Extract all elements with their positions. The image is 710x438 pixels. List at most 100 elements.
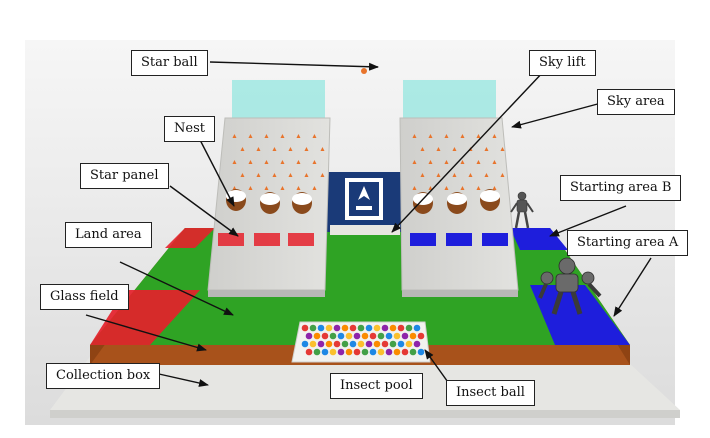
insect-ball: [325, 324, 333, 332]
label-nest: Nest: [164, 116, 215, 142]
insect-ball: [417, 348, 425, 356]
star-dot: [296, 186, 301, 190]
label-sky-area: Sky area: [597, 89, 675, 115]
insect-ball: [353, 332, 361, 340]
star-dot: [460, 186, 465, 190]
star-dot: [444, 134, 449, 138]
star-dot: [248, 160, 253, 164]
label-land-area: Land area: [65, 222, 152, 248]
star-dot: [452, 173, 457, 177]
insect-ball: [405, 340, 413, 348]
insect-ball: [373, 340, 381, 348]
insect-ball: [321, 348, 329, 356]
star-panels-red: [218, 233, 314, 246]
star-dot: [492, 160, 497, 164]
star-dot: [484, 147, 489, 151]
insect-ball: [377, 348, 385, 356]
insect-ball: [353, 348, 361, 356]
star-dot: [312, 134, 317, 138]
insect-ball: [309, 340, 317, 348]
insect-ball: [389, 340, 397, 348]
star-dot: [304, 173, 309, 177]
star-dot: [468, 173, 473, 177]
insect-ball: [305, 348, 313, 356]
insect-ball: [381, 340, 389, 348]
insect-ball: [401, 332, 409, 340]
star-dot: [248, 134, 253, 138]
star-dot: [444, 186, 449, 190]
star-dot: [280, 160, 285, 164]
starting-area-a-zone: [530, 285, 630, 345]
star-dot: [420, 147, 425, 151]
insect-ball: [333, 340, 341, 348]
insect-ball: [317, 340, 325, 348]
insect-ball: [329, 348, 337, 356]
insect-ball: [357, 340, 365, 348]
insect-ball: [345, 348, 353, 356]
insect-ball: [409, 332, 417, 340]
star-dot: [288, 173, 293, 177]
insect-ball: [389, 324, 397, 332]
insect-ball: [365, 340, 373, 348]
label-sky-lift: Sky lift: [529, 50, 596, 76]
insect-ball: [385, 348, 393, 356]
star-dot: [304, 147, 309, 151]
star-dot: [452, 147, 457, 151]
insect-ball: [305, 332, 313, 340]
star-dot: [436, 147, 441, 151]
glass-top-right: [403, 80, 496, 118]
star-dot: [248, 186, 253, 190]
star-dot: [436, 173, 441, 177]
star-dot: [476, 186, 481, 190]
insect-ball: [401, 348, 409, 356]
star-dot: [476, 134, 481, 138]
star-dot: [272, 147, 277, 151]
insect-ball: [357, 324, 365, 332]
insect-ball: [409, 348, 417, 356]
insect-balls: [301, 324, 425, 356]
star-dot: [232, 186, 237, 190]
insect-ball: [333, 324, 341, 332]
red-corner-back: [165, 228, 215, 248]
star-dot: [484, 173, 489, 177]
star-dot: [232, 134, 237, 138]
label-starting-area-b: Starting area B: [560, 175, 682, 201]
insect-ball: [341, 340, 349, 348]
insect-ball: [321, 332, 329, 340]
insect-ball: [361, 348, 369, 356]
star-dots: [232, 134, 505, 190]
insect-ball: [393, 348, 401, 356]
star-dot: [240, 173, 245, 177]
star-dot: [296, 160, 301, 164]
star-dot: [264, 160, 269, 164]
star-dot: [412, 186, 417, 190]
star-dot: [312, 186, 317, 190]
label-insect-pool: Insect pool: [330, 373, 423, 399]
insect-ball: [381, 324, 389, 332]
insect-ball: [405, 324, 413, 332]
star-dot: [288, 147, 293, 151]
insect-ball: [317, 324, 325, 332]
star-dot: [272, 173, 277, 177]
star-panels-blue: [410, 233, 508, 246]
insect-ball: [301, 340, 309, 348]
star-dot: [412, 134, 417, 138]
star-dot: [312, 160, 317, 164]
insect-ball: [329, 332, 337, 340]
star-dot: [320, 147, 325, 151]
insect-ball: [361, 332, 369, 340]
insect-ball: [377, 332, 385, 340]
glass-top-left: [232, 80, 325, 118]
star-dot: [500, 147, 505, 151]
label-starting-area-a: Starting area A: [567, 230, 689, 256]
label-insect-ball: Insect ball: [446, 380, 535, 406]
insect-ball: [393, 332, 401, 340]
insect-ball: [309, 324, 317, 332]
insect-ball: [417, 332, 425, 340]
insect-ball: [373, 324, 381, 332]
star-dot: [460, 134, 465, 138]
star-dot: [476, 160, 481, 164]
star-dot: [460, 160, 465, 164]
